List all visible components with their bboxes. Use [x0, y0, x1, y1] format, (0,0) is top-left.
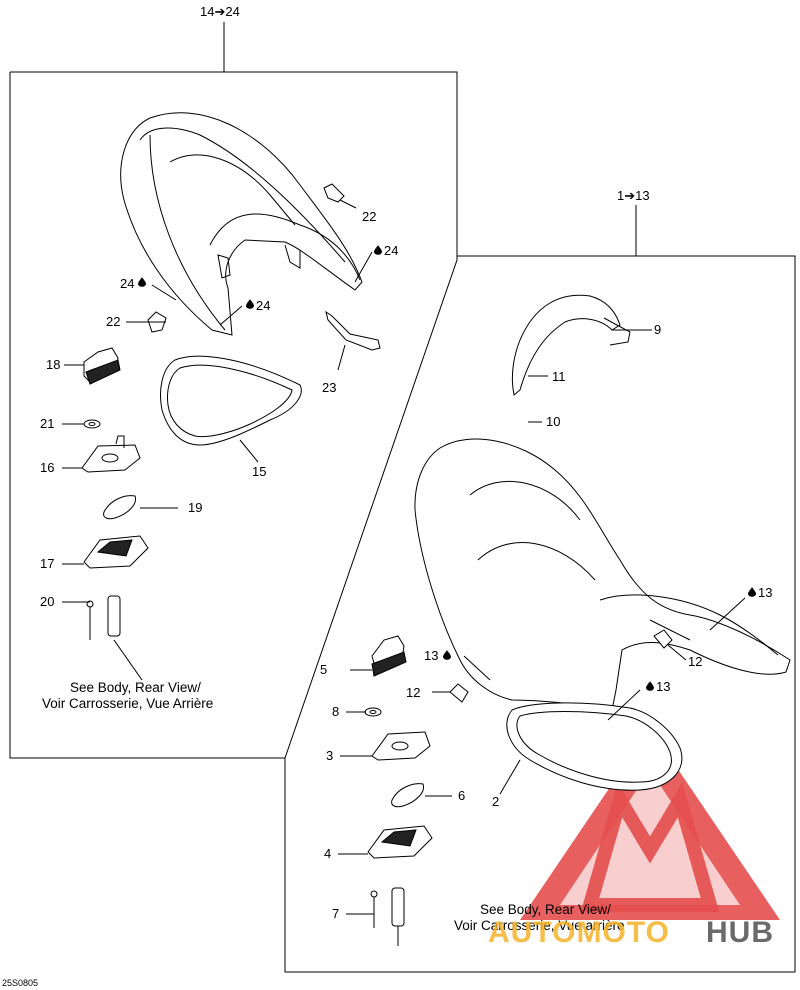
callout-19: 19 [188, 500, 202, 515]
callout-13-mid: 13 [424, 648, 438, 663]
right-group-frame [284, 205, 796, 973]
callout-9: 9 [654, 322, 661, 337]
right-note-line2: Voir Carrosserie, Vue arrière [454, 918, 625, 933]
callout-2: 2 [492, 794, 499, 809]
callout-22-upper: 22 [362, 209, 376, 224]
right-note-line1: See Body, Rear View/ [480, 902, 611, 917]
latch-cover-5 [371, 635, 407, 677]
washer-21 [83, 419, 101, 429]
screw-7 [370, 890, 378, 928]
bracket-16 [81, 435, 141, 473]
callout-3: 3 [326, 748, 333, 763]
leader-lines [62, 199, 746, 946]
drop-icon [374, 245, 382, 255]
latch-4 [367, 825, 433, 859]
right-group-range: 1➔13 [617, 188, 650, 203]
callout-8: 8 [332, 704, 339, 719]
callout-6: 6 [458, 788, 465, 803]
drop-icon [246, 299, 254, 309]
callout-12-right: 12 [688, 654, 702, 669]
callout-17: 17 [40, 556, 54, 571]
callout-16: 16 [40, 460, 54, 475]
callout-24-lower: 24 [256, 298, 270, 313]
grab-handle [511, 294, 631, 396]
latch-cover-18 [83, 347, 121, 385]
callout-13-right: 13 [758, 585, 772, 600]
seal-2 [506, 702, 683, 791]
rear-seat-strap-23 [325, 310, 381, 351]
callout-10: 10 [546, 414, 560, 429]
front-seat-clip-12a [653, 629, 673, 649]
figure-code: 25S0805 [2, 978, 38, 988]
rear-seat-clip-22a [323, 183, 345, 203]
callout-21: 21 [40, 416, 54, 431]
callout-24-left: 24 [120, 276, 134, 291]
callout-4: 4 [324, 846, 331, 861]
nut-7 [391, 887, 405, 927]
callout-13-lower: 13 [656, 679, 670, 694]
latch-17 [83, 535, 149, 569]
callout-15: 15 [252, 464, 266, 479]
front-seat-cushion [414, 438, 791, 711]
gasket-6 [391, 783, 425, 808]
drop-icon [748, 587, 756, 597]
callout-5: 5 [320, 662, 327, 677]
drop-icon [646, 681, 654, 691]
bracket-3 [371, 731, 431, 761]
front-seat-clip-12b [449, 683, 469, 703]
left-group-frame [9, 22, 458, 759]
rear-seat-cushion [120, 112, 363, 336]
drop-icon [138, 277, 146, 287]
washer-8 [364, 707, 382, 717]
seal-15 [160, 355, 302, 446]
gasket-19 [103, 495, 137, 520]
callout-11: 11 [552, 369, 566, 384]
callout-12-mid: 12 [406, 685, 420, 700]
watermark-text-hub: HUB [706, 916, 774, 949]
callout-23: 23 [322, 380, 336, 395]
callout-7: 7 [332, 906, 339, 921]
left-note-line2: Voir Carrosserie, Vue Arrière [42, 696, 213, 711]
callout-24-right: 24 [384, 243, 398, 258]
drop-icon [443, 650, 451, 660]
screw-20 [86, 600, 94, 640]
watermark-logo [520, 728, 780, 920]
left-note-line1: See Body, Rear View/ [70, 680, 201, 695]
left-group-range: 14➔24 [200, 4, 240, 19]
nut-20 [107, 595, 121, 637]
callout-18: 18 [46, 357, 60, 372]
callout-20: 20 [40, 594, 54, 609]
callout-22-lower: 22 [106, 314, 120, 329]
watermark-text-automoto: AUTOMOTO [488, 916, 670, 949]
